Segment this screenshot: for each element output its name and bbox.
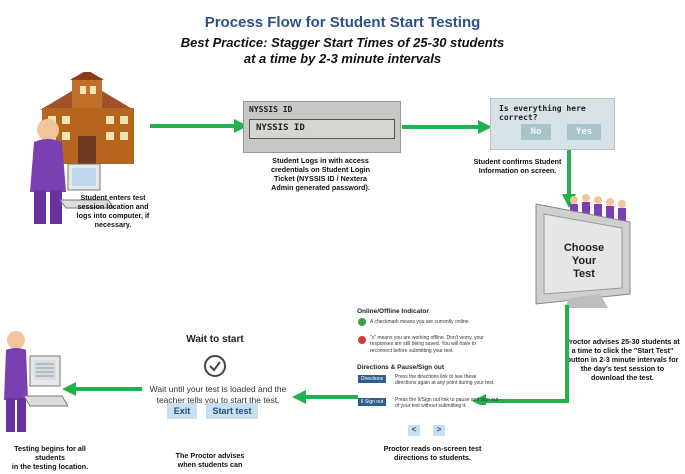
check-circle-icon — [203, 354, 227, 383]
step5-caption: Proctor reads on-screen test directions … — [383, 444, 482, 462]
step7-caption: Testing begins for all students in the t… — [11, 444, 89, 471]
wait-message: Wait until your test is loaded and the t… — [149, 384, 287, 406]
flow-arrow-6 — [62, 382, 142, 396]
login-panel: NYSSIS ID NYSSIS ID — [243, 101, 401, 153]
flow-arrow-1 — [150, 119, 248, 133]
login-panel-label: NYSSIS ID — [249, 105, 293, 114]
wait-heading: Wait to start — [186, 334, 244, 345]
signout-link[interactable]: II Sign out — [358, 398, 386, 406]
online-text: A checkmark means you are currently onli… — [370, 319, 470, 325]
next-button[interactable]: > — [433, 425, 445, 436]
wait-to-start-panel: Wait to start Wait until your test is lo… — [140, 332, 290, 442]
step1-caption: Student enters test session location and… — [76, 193, 150, 229]
step2-caption: Student Logs in with access credentials … — [270, 156, 371, 192]
confirm-question: Is everything here correct? — [499, 104, 586, 122]
choose-test-monitor: Choose Your Test — [530, 190, 640, 310]
student-testing-illustration — [4, 322, 69, 442]
step6-caption: The Proctor advises when students can — [175, 451, 245, 469]
no-button[interactable]: No — [521, 124, 551, 140]
step4-caption: Proctor advises 25-30 students at a time… — [565, 337, 680, 382]
previous-button[interactable]: < — [408, 425, 420, 436]
page-title: Process Flow for Student Start Testing — [204, 14, 481, 31]
directions-text: Press the directions link to see these d… — [395, 374, 495, 387]
offline-text: "x" means you are working offline. Don't… — [370, 335, 484, 354]
signout-text: Press the II/Sign out link to pause and … — [395, 397, 499, 410]
flow-arrow-5 — [292, 390, 358, 404]
nyssis-id-field[interactable]: NYSSIS ID — [249, 119, 395, 139]
confirm-panel: Is everything here correct? No Yes — [490, 98, 615, 150]
exit-button[interactable]: Exit — [167, 403, 197, 419]
directions-panel: Online/Offline Indicator A checkmark mea… — [355, 306, 500, 446]
directions-link[interactable]: Directions — [358, 375, 386, 383]
offline-x-icon — [358, 336, 366, 344]
choose-test-label: Choose Your Test — [563, 242, 605, 281]
step3-caption: Student confirms Student Information on … — [473, 157, 562, 175]
flow-arrow-2 — [402, 120, 492, 134]
yes-button[interactable]: Yes — [567, 124, 601, 140]
subtitle-line-2: at a time by 2-3 minute intervals — [243, 51, 442, 66]
student-computer-icon — [4, 331, 69, 432]
subtitle-line-1: Best Practice: Stagger Start Times of 25… — [180, 35, 505, 50]
student-figure-icon — [30, 139, 66, 192]
flow-arrow-4 — [470, 305, 575, 405]
monitor-icon — [535, 194, 631, 308]
online-check-icon — [358, 318, 366, 326]
directions-heading: Directions & Pause/Sign out — [357, 364, 445, 371]
school-building-icon — [30, 70, 134, 224]
student-entry-illustration — [12, 70, 162, 232]
online-indicator-heading: Online/Offline Indicator — [357, 308, 429, 315]
start-test-button[interactable]: Start test — [206, 403, 258, 419]
